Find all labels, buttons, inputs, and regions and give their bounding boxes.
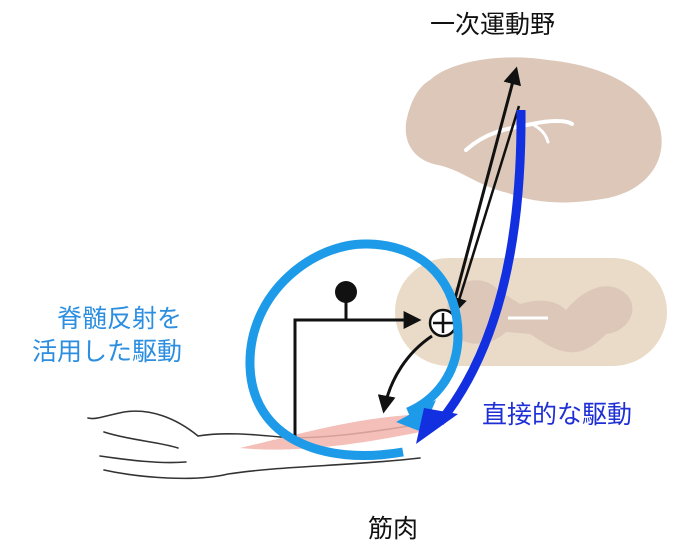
spinal-gray-matter bbox=[447, 280, 633, 353]
reflex-loop-arrow bbox=[245, 239, 463, 460]
brain-sulcus-2 bbox=[530, 122, 550, 144]
arm-illustration bbox=[87, 410, 430, 480]
muscle-label: 筋肉 bbox=[368, 514, 419, 543]
direct-path-arrow bbox=[416, 109, 526, 444]
reflex-drive-label-line2: 活用した駆動 bbox=[32, 337, 183, 366]
reflex-drive-label: 脊髄反射を 活用した駆動 bbox=[32, 302, 182, 368]
arm-outline bbox=[87, 410, 421, 480]
ascending-to-cortex-line bbox=[450, 66, 521, 311]
reflex-drive-label-line1: 脊髄反射を bbox=[57, 304, 183, 333]
brain-shape bbox=[405, 57, 662, 203]
neuron-dot bbox=[335, 281, 357, 303]
direct-path-arrowhead bbox=[416, 408, 458, 444]
primary-motor-cortex-label: 一次運動野 bbox=[430, 10, 556, 39]
sensory-fiber-line bbox=[293, 311, 422, 442]
motor-output-line bbox=[377, 334, 433, 414]
direct-drive-label: 直接的な駆動 bbox=[482, 400, 633, 429]
reflex-loop-path bbox=[245, 239, 463, 460]
reflex-loop-arrowhead bbox=[396, 400, 436, 432]
direct-path-line bbox=[436, 109, 526, 425]
descending-to-spinal-line bbox=[452, 105, 521, 313]
reflex-circuit bbox=[293, 66, 521, 442]
brain-illustration bbox=[405, 57, 662, 203]
